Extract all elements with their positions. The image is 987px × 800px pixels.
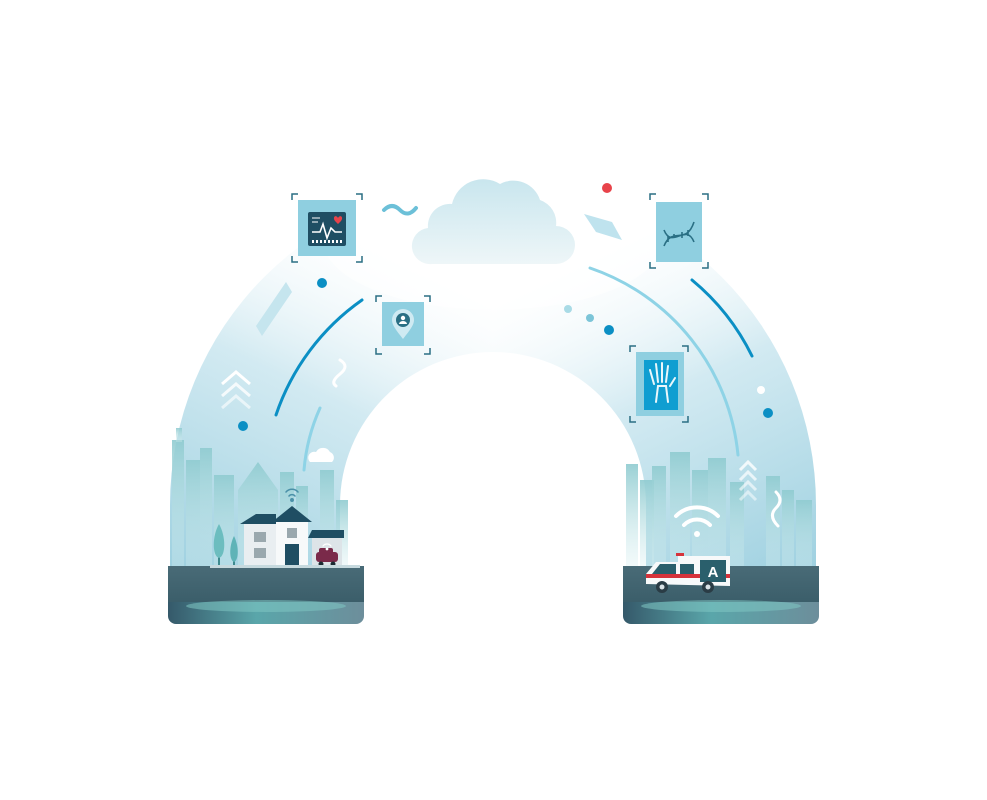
- decorative-particles: [221, 183, 782, 528]
- house-wifi-icon: [285, 488, 299, 502]
- xray-hand-icon: [649, 362, 676, 403]
- left-platform: [168, 566, 364, 624]
- ambulance-letter: A: [708, 564, 719, 581]
- heart-monitor-icon: [308, 212, 346, 246]
- cloud-icon: [411, 179, 575, 265]
- ambulance-icon: A: [646, 553, 730, 593]
- location-card: [375, 295, 431, 355]
- wifi-icon: [674, 505, 720, 537]
- dna-icon: [663, 221, 695, 247]
- right-city-skyline: [626, 452, 812, 568]
- house-icon: [210, 488, 360, 568]
- xray-card: [629, 345, 689, 423]
- dna-card: [649, 193, 709, 269]
- arch-signal-lines: [274, 266, 754, 472]
- heart-monitor-card: [291, 193, 363, 263]
- location-pin-user-icon: [392, 309, 414, 339]
